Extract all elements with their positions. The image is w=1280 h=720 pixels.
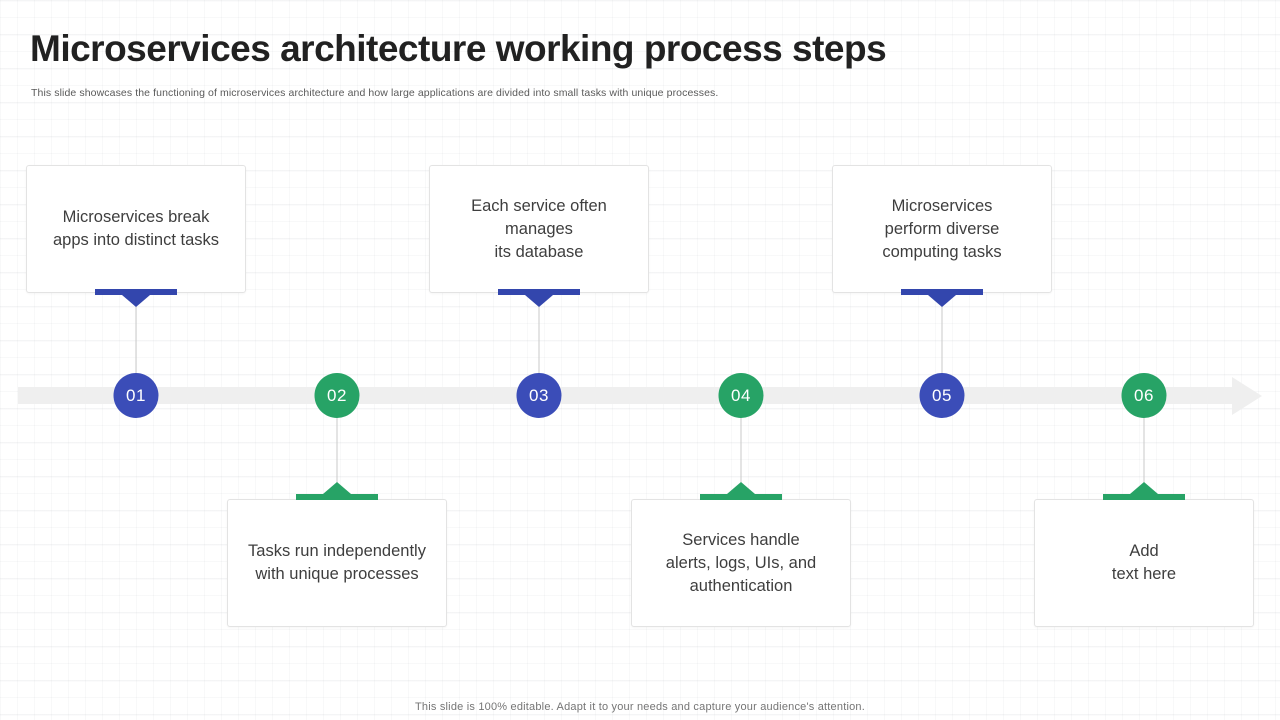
step-02-triangle-icon: [323, 482, 351, 494]
step-01-card-text: Microservices break apps into distinct t…: [53, 208, 219, 249]
step-04-triangle-icon: [727, 482, 755, 494]
step-01-triangle-icon: [122, 295, 150, 307]
step-03-triangle-icon: [525, 295, 553, 307]
step-06-connector-line: [1143, 417, 1145, 495]
step-04-card[interactable]: Services handle alerts, logs, UIs, and a…: [631, 499, 851, 627]
step-01-connector-line: [135, 296, 137, 375]
step-01-card[interactable]: Microservices break apps into distinct t…: [26, 165, 246, 293]
timeline-band: [18, 387, 1232, 404]
step-02-connector-line: [336, 417, 338, 495]
step-04-card-text: Services handle alerts, logs, UIs, and a…: [665, 530, 817, 595]
slide-footer-note[interactable]: This slide is 100% editable. Adapt it to…: [415, 701, 865, 713]
step-05-card-text: Microservices perform diverse computing …: [882, 196, 1002, 261]
step-06-connector-bar: [1103, 494, 1185, 500]
slide-title[interactable]: Microservices architecture working proce…: [30, 28, 887, 69]
step-06-card-placeholder[interactable]: Add text here: [1034, 499, 1254, 627]
step-06-card-text: Add text here: [1111, 542, 1177, 583]
step-03-number-badge[interactable]: 03: [516, 373, 562, 418]
step-03-card[interactable]: Each service often manages its database: [429, 165, 649, 293]
step-04-connector-bar: [700, 494, 782, 500]
step-05-triangle-icon: [928, 295, 956, 307]
step-01-number-badge[interactable]: 01: [113, 373, 159, 418]
timeline-arrow-icon: [1232, 377, 1262, 415]
step-04-number-badge[interactable]: 04: [718, 373, 764, 418]
step-02-card-text: Tasks run independently with unique proc…: [248, 542, 426, 583]
slide-subtitle[interactable]: This slide showcases the functioning of …: [31, 87, 719, 99]
step-03-card-text: Each service often manages its database: [471, 196, 607, 261]
step-06-number-badge[interactable]: 06: [1121, 373, 1167, 418]
step-05-card[interactable]: Microservices perform diverse computing …: [832, 165, 1052, 293]
step-06-triangle-icon: [1130, 482, 1158, 494]
step-02-connector-bar: [296, 494, 378, 500]
step-05-number-badge[interactable]: 05: [919, 373, 965, 418]
step-05-connector-bar: [901, 289, 983, 295]
step-02-card[interactable]: Tasks run independently with unique proc…: [227, 499, 447, 627]
step-04-connector-line: [740, 417, 742, 495]
step-03-connector-line: [538, 296, 540, 375]
step-03-connector-bar: [498, 289, 580, 295]
step-05-connector-line: [941, 296, 943, 375]
step-02-number-badge[interactable]: 02: [314, 373, 360, 418]
step-01-connector-bar: [95, 289, 177, 295]
